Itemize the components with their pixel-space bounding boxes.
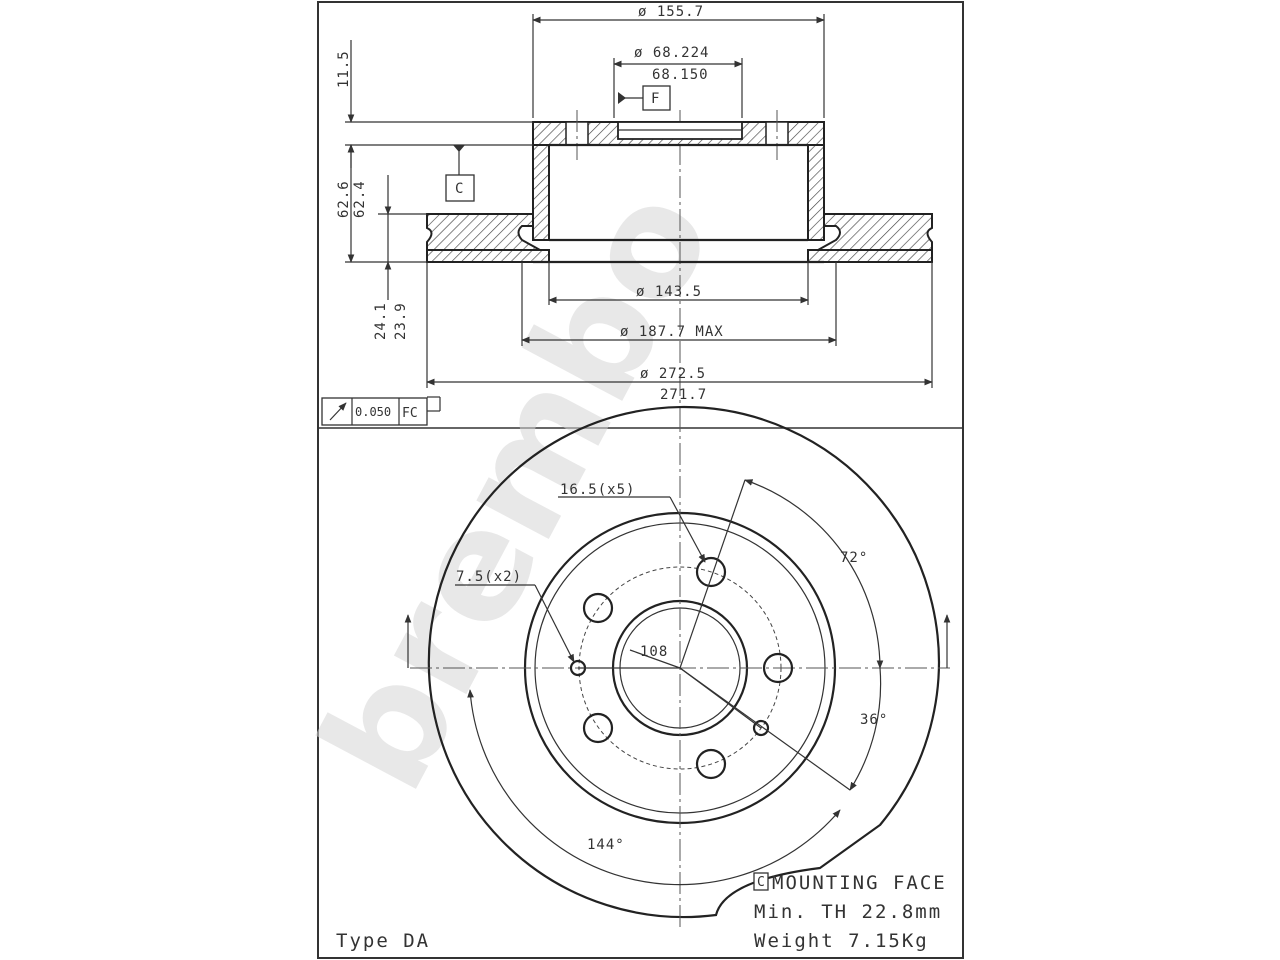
dim-max-label: ø 187.7 MAX	[620, 324, 724, 340]
dim-height-total-a-label: 62.6	[336, 180, 352, 218]
dim-inner-label: ø 143.5	[636, 284, 702, 300]
datum-c-label: C	[455, 181, 464, 197]
datum-f-label: F	[651, 91, 660, 107]
dim-center-min-label: 68.150	[652, 67, 709, 83]
tolerance-value: 0.050	[355, 405, 391, 419]
dim-disc: ø 272.5 271.7	[426, 262, 933, 403]
section-view	[426, 110, 933, 420]
dim-inner: ø 143.5	[548, 262, 809, 305]
notes: C MOUNTING FACE Min. TH 22.8mm Weight 7.…	[753, 872, 947, 952]
hole-bolts-label: 16.5(x5)	[560, 482, 635, 498]
min-thickness-label: Min. TH 22.8mm	[754, 901, 942, 923]
tolerance-frame: 0.050 FC	[321, 396, 441, 426]
angle-72-label: 72°	[840, 550, 868, 566]
dim-height-total: 62.6 62.4	[336, 144, 368, 263]
dim-thickness: 24.1 23.9	[373, 175, 409, 340]
type-label: Type DA	[336, 930, 430, 952]
dim-thickness-a-label: 24.1	[373, 302, 389, 340]
dim-outer-hub: ø 155.7	[532, 4, 825, 118]
datum-f: F	[618, 85, 671, 111]
angle-144-label: 144°	[587, 837, 625, 853]
mounting-face-label: MOUNTING FACE	[772, 872, 947, 894]
tolerance-ref: FC	[402, 406, 418, 421]
runout-icon	[329, 402, 347, 421]
dim-center-bore: ø 68.224 68.150	[613, 45, 743, 118]
dim-height-top: 11.5	[336, 40, 355, 168]
dim-height-top-label: 11.5	[336, 50, 352, 88]
front-view	[404, 405, 951, 930]
dim-max: ø 187.7 MAX	[521, 262, 837, 346]
dim-height-total-b-label: 62.4	[352, 180, 368, 218]
angle-36-label: 36°	[860, 712, 888, 728]
dim-disc-b-label: 271.7	[660, 387, 707, 403]
dim-outer-hub-label: ø 155.7	[638, 4, 704, 20]
dim-center-max-label: ø 68.224	[634, 45, 709, 61]
pcd-label: 108	[640, 644, 668, 660]
mounting-c-box: C	[757, 875, 766, 890]
hole-small-label: 7.5(x2)	[456, 569, 522, 585]
weight-label: Weight 7.15Kg	[754, 930, 929, 952]
dim-disc-a-label: ø 272.5	[640, 366, 706, 382]
dim-thickness-b-label: 23.9	[393, 302, 409, 340]
frame	[317, 1, 964, 959]
datum-c: C	[445, 145, 475, 202]
